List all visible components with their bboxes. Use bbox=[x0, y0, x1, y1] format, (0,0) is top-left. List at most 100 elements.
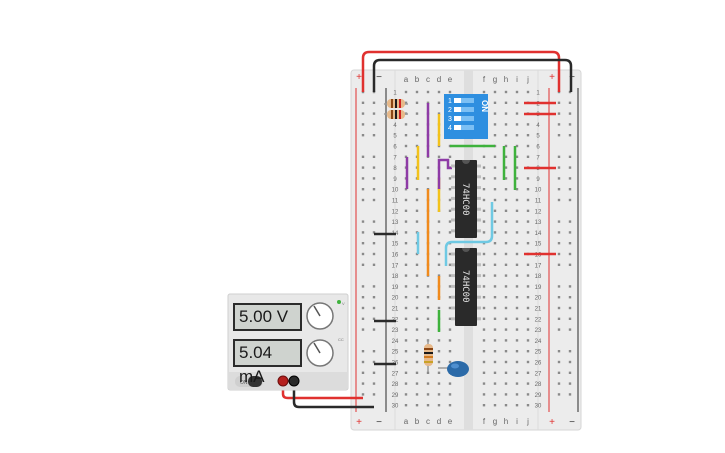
hole[interactable] bbox=[426, 306, 430, 310]
rail-hole[interactable] bbox=[557, 177, 561, 180]
rail-hole[interactable] bbox=[361, 317, 365, 320]
hole[interactable] bbox=[437, 393, 441, 396]
rail-hole[interactable] bbox=[557, 155, 561, 158]
hole[interactable] bbox=[504, 371, 508, 374]
hole[interactable] bbox=[426, 296, 430, 299]
rail-hole[interactable] bbox=[557, 328, 561, 331]
hole[interactable] bbox=[437, 339, 441, 342]
resistor-bottom[interactable] bbox=[424, 340, 433, 372]
rail-hole[interactable] bbox=[372, 177, 376, 180]
rail-hole[interactable] bbox=[361, 231, 365, 234]
hole[interactable] bbox=[504, 166, 508, 169]
hole[interactable] bbox=[493, 317, 497, 320]
hole[interactable] bbox=[526, 285, 530, 288]
hole[interactable] bbox=[426, 404, 430, 407]
hole[interactable] bbox=[515, 155, 519, 158]
hole[interactable] bbox=[437, 360, 441, 364]
hole[interactable] bbox=[404, 371, 408, 374]
rail-hole[interactable] bbox=[568, 123, 572, 126]
hole[interactable] bbox=[404, 252, 408, 256]
hole[interactable] bbox=[426, 177, 430, 180]
hole[interactable] bbox=[504, 317, 508, 320]
hole[interactable] bbox=[493, 155, 497, 158]
rail-hole[interactable] bbox=[361, 252, 365, 256]
rail-hole[interactable] bbox=[372, 220, 376, 223]
hole[interactable] bbox=[482, 155, 486, 158]
hole[interactable] bbox=[504, 328, 508, 331]
hole[interactable] bbox=[526, 90, 530, 94]
hole[interactable] bbox=[482, 371, 486, 374]
hole[interactable] bbox=[482, 328, 486, 331]
hole[interactable] bbox=[515, 123, 519, 126]
hole[interactable] bbox=[415, 404, 419, 407]
hole[interactable] bbox=[493, 220, 497, 223]
hole[interactable] bbox=[404, 360, 408, 364]
hole[interactable] bbox=[515, 112, 519, 115]
hole[interactable] bbox=[448, 90, 452, 94]
rail-hole[interactable] bbox=[372, 371, 376, 374]
hole[interactable] bbox=[426, 90, 430, 94]
hole[interactable] bbox=[504, 155, 508, 158]
hole[interactable] bbox=[526, 371, 530, 374]
hole[interactable] bbox=[404, 188, 408, 191]
rail-hole[interactable] bbox=[568, 371, 572, 374]
hole[interactable] bbox=[493, 188, 497, 191]
hole[interactable] bbox=[404, 220, 408, 223]
hole[interactable] bbox=[504, 242, 508, 245]
hole[interactable] bbox=[515, 328, 519, 331]
hole[interactable] bbox=[504, 382, 508, 385]
hole[interactable] bbox=[493, 306, 497, 310]
hole[interactable] bbox=[504, 209, 508, 212]
rail-hole[interactable] bbox=[568, 112, 572, 115]
hole[interactable] bbox=[515, 285, 519, 288]
hole[interactable] bbox=[504, 285, 508, 288]
hole[interactable] bbox=[515, 220, 519, 223]
hole[interactable] bbox=[493, 112, 497, 115]
hole[interactable] bbox=[515, 306, 519, 310]
hole[interactable] bbox=[526, 231, 530, 234]
led-blue[interactable] bbox=[438, 361, 469, 377]
wire-black-top[interactable] bbox=[372, 58, 573, 92]
rail-hole[interactable] bbox=[557, 393, 561, 396]
ic-chip-2[interactable]: 74HC00 bbox=[455, 248, 477, 326]
rail-hole[interactable] bbox=[361, 155, 365, 158]
rail-hole[interactable] bbox=[557, 252, 561, 256]
hole[interactable] bbox=[448, 177, 452, 180]
hole[interactable] bbox=[526, 306, 530, 310]
hole[interactable] bbox=[504, 360, 508, 364]
ic-chip-1[interactable]: 74HC00 bbox=[455, 160, 477, 238]
hole[interactable] bbox=[515, 263, 519, 266]
hole[interactable] bbox=[415, 371, 419, 374]
hole[interactable] bbox=[415, 317, 419, 320]
dip-switch[interactable]: ON 1 2 3 4 bbox=[444, 94, 489, 139]
terminal-negative[interactable] bbox=[288, 375, 300, 387]
hole[interactable] bbox=[482, 393, 486, 396]
hole[interactable] bbox=[504, 177, 508, 180]
hole[interactable] bbox=[404, 339, 408, 342]
hole[interactable] bbox=[404, 198, 408, 202]
hole[interactable] bbox=[515, 317, 519, 320]
rail-hole[interactable] bbox=[361, 382, 365, 385]
hole[interactable] bbox=[504, 350, 508, 353]
hole[interactable] bbox=[448, 198, 452, 202]
hole[interactable] bbox=[415, 393, 419, 396]
hole[interactable] bbox=[404, 155, 408, 158]
hole[interactable] bbox=[526, 155, 530, 158]
hole[interactable] bbox=[504, 198, 508, 202]
hole[interactable] bbox=[404, 242, 408, 245]
hole[interactable] bbox=[493, 285, 497, 288]
hole[interactable] bbox=[448, 360, 452, 364]
rail-hole[interactable] bbox=[361, 198, 365, 202]
rail-hole[interactable] bbox=[361, 220, 365, 223]
rail-hole[interactable] bbox=[372, 328, 376, 331]
hole[interactable] bbox=[404, 134, 408, 137]
hole[interactable] bbox=[526, 134, 530, 137]
hole[interactable] bbox=[515, 360, 519, 364]
hole[interactable] bbox=[415, 198, 419, 202]
terminal-positive[interactable] bbox=[277, 375, 289, 387]
hole[interactable] bbox=[526, 382, 530, 385]
hole[interactable] bbox=[404, 404, 408, 407]
hole[interactable] bbox=[482, 209, 486, 212]
hole[interactable] bbox=[493, 350, 497, 353]
hole[interactable] bbox=[526, 339, 530, 342]
